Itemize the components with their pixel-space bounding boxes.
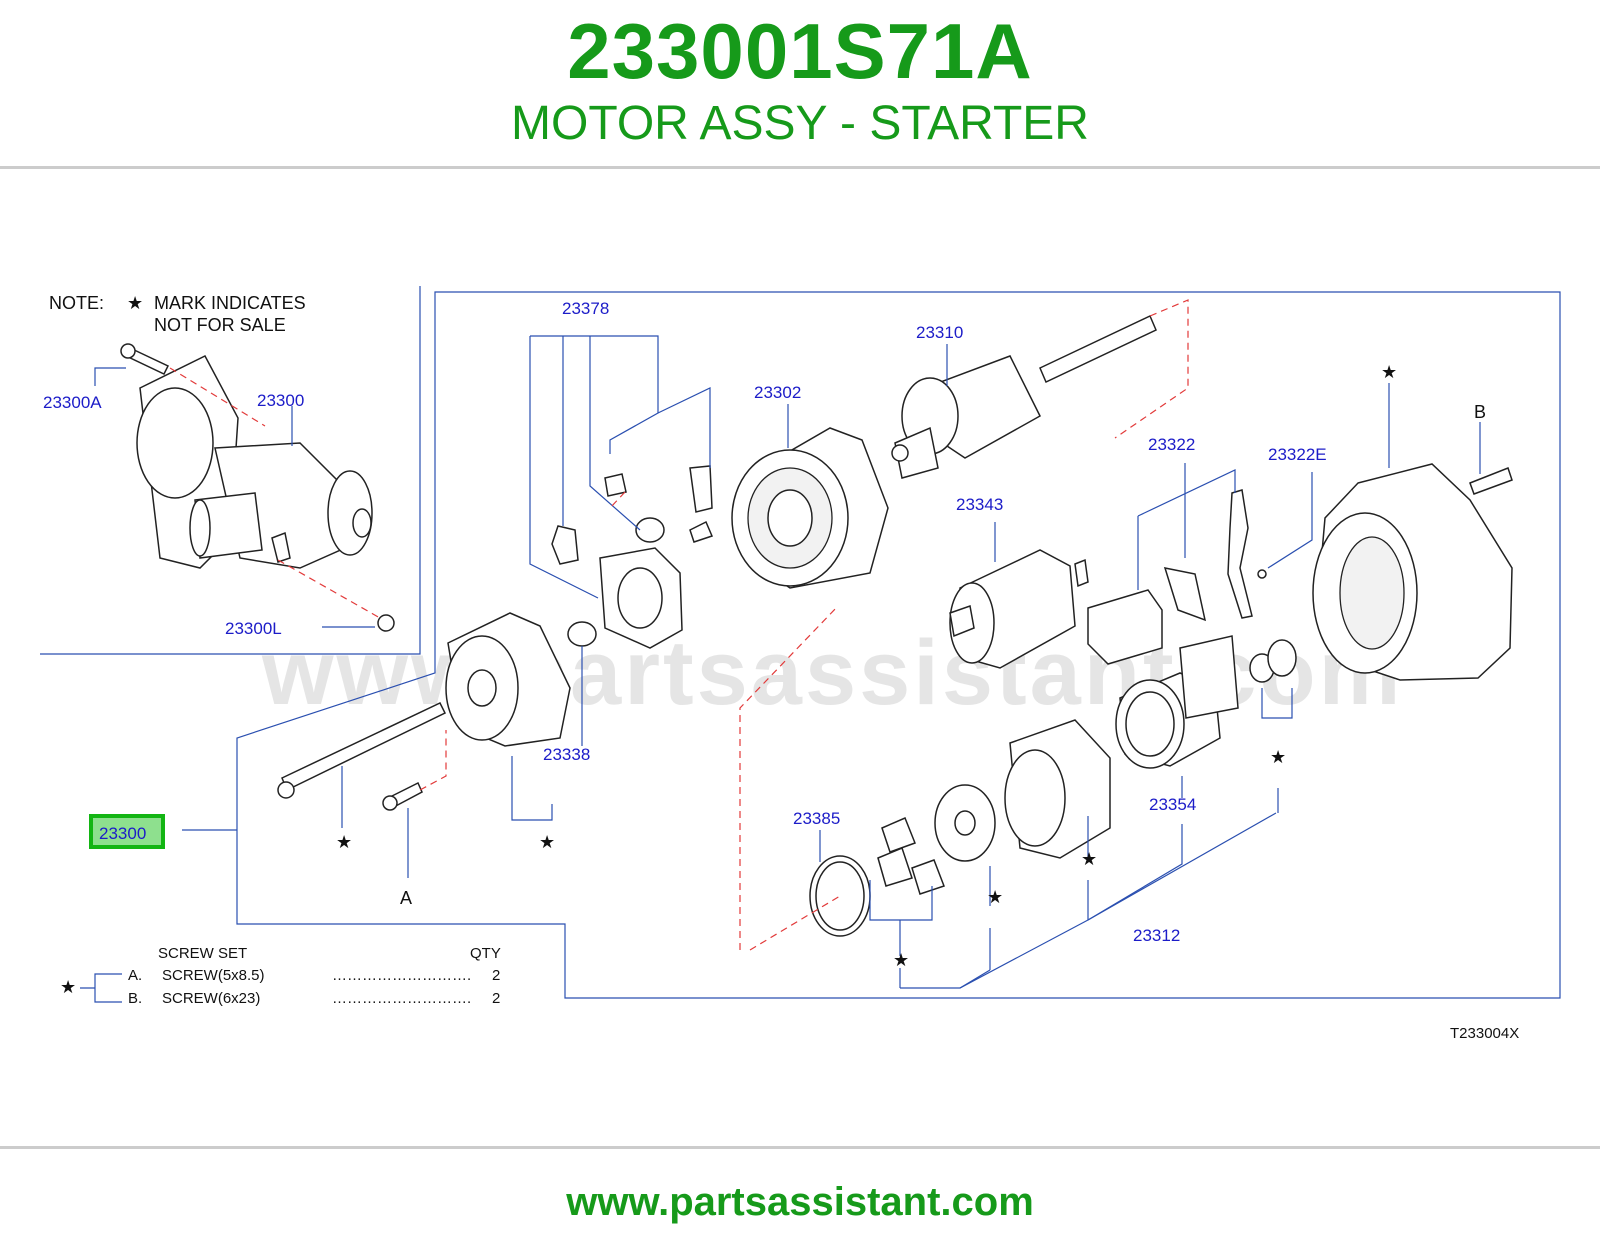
callout-23354[interactable]: 23354 — [1149, 795, 1196, 814]
starter-motor-exploded-diagram: www.partsassistant.com NOTE: ★ MARK INDI… — [40, 286, 1561, 1042]
carrier-star: ★ — [987, 887, 1003, 907]
callout-23300-main[interactable]: 23300 — [99, 824, 146, 843]
leader-23378 — [529, 335, 711, 599]
screw-row-dots: ………………………. — [332, 990, 471, 1007]
screw-set-star: ★ — [60, 977, 76, 997]
callout-23385[interactable]: 23385 — [793, 809, 840, 828]
header-divider — [0, 166, 1600, 169]
screw-set-row: B. SCREW(6x23) ………………………. 2 — [128, 990, 500, 1007]
brush-holder-parts — [551, 465, 714, 649]
leader-23310 — [946, 299, 1189, 439]
screw-row-qty: 2 — [492, 990, 500, 1007]
letter-b: B — [1474, 402, 1486, 422]
callout-23302[interactable]: 23302 — [754, 383, 801, 402]
part-description-title: MOTOR ASSY - STARTER — [511, 97, 1089, 150]
screw-row-name: SCREW(6x23) — [162, 990, 260, 1007]
armature-part — [891, 314, 1157, 479]
gears-star: ★ — [893, 950, 909, 970]
callout-23300-main-highlight[interactable] — [89, 814, 165, 849]
inset-starter-assembly — [120, 343, 395, 632]
callout-23310[interactable]: 23310 — [916, 323, 963, 342]
footer-divider — [0, 1146, 1600, 1149]
callout-23300l[interactable]: 23300L — [225, 619, 282, 638]
callout-23338[interactable]: 23338 — [543, 745, 590, 764]
inset-leader-lines — [94, 367, 381, 628]
solenoid-part — [949, 549, 1089, 669]
rear-cover-part — [277, 612, 597, 811]
screw-set-table: SCREW SET QTY ★ A. SCREW(5x8.5) ……………………… — [60, 945, 501, 1007]
gear-case-part — [1312, 463, 1513, 681]
sleeve-star: ★ — [1081, 849, 1097, 869]
frame-lines — [40, 286, 1561, 999]
gear-train-parts — [809, 635, 1297, 937]
part-number-title: 233001S71A — [567, 7, 1033, 95]
letter-a: A — [400, 888, 412, 908]
screw-set-row: A. SCREW(5x8.5) ………………………. 2 — [128, 967, 500, 984]
note-star: ★ — [127, 293, 143, 313]
note-line-2: NOT FOR SALE — [154, 315, 286, 335]
note-block: NOTE: ★ MARK INDICATES NOT FOR SALE — [49, 293, 306, 335]
screw-row-letter: B. — [128, 990, 142, 1007]
drawing-code: T233004X — [1450, 1025, 1519, 1042]
callout-23300a[interactable]: 23300A — [43, 393, 102, 412]
callout-23378[interactable]: 23378 — [562, 299, 609, 318]
callout-23312[interactable]: 23312 — [1133, 926, 1180, 945]
footer-website-link[interactable]: www.partsassistant.com — [566, 1180, 1034, 1224]
retainer-star: ★ — [1270, 747, 1286, 767]
callout-23300-inset[interactable]: 23300 — [257, 391, 304, 410]
yoke-part — [731, 427, 889, 589]
cover-star: ★ — [539, 832, 555, 852]
screw-set-qty-header: QTY — [470, 945, 501, 962]
screw-row-qty: 2 — [492, 967, 500, 984]
leader-23322 — [1137, 463, 1313, 590]
screw-set-title: SCREW SET — [158, 945, 247, 962]
callout-23322[interactable]: 23322 — [1148, 435, 1195, 454]
screw-row-name: SCREW(5x8.5) — [162, 967, 265, 984]
lever-parts — [1087, 489, 1267, 665]
callout-23343[interactable]: 23343 — [956, 495, 1003, 514]
leader-gear-train — [739, 605, 1293, 989]
bolt-star: ★ — [336, 832, 352, 852]
screw-row-letter: A. — [128, 967, 142, 984]
leader-rear-cover — [182, 646, 583, 878]
note-prefix: NOTE: — [49, 293, 104, 313]
note-line-1: MARK INDICATES — [154, 293, 306, 313]
gear-case-star: ★ — [1381, 362, 1397, 382]
screw-row-dots: ………………………. — [332, 967, 471, 984]
callout-23322e[interactable]: 23322E — [1268, 445, 1327, 464]
leader-gear-case — [1388, 383, 1481, 474]
